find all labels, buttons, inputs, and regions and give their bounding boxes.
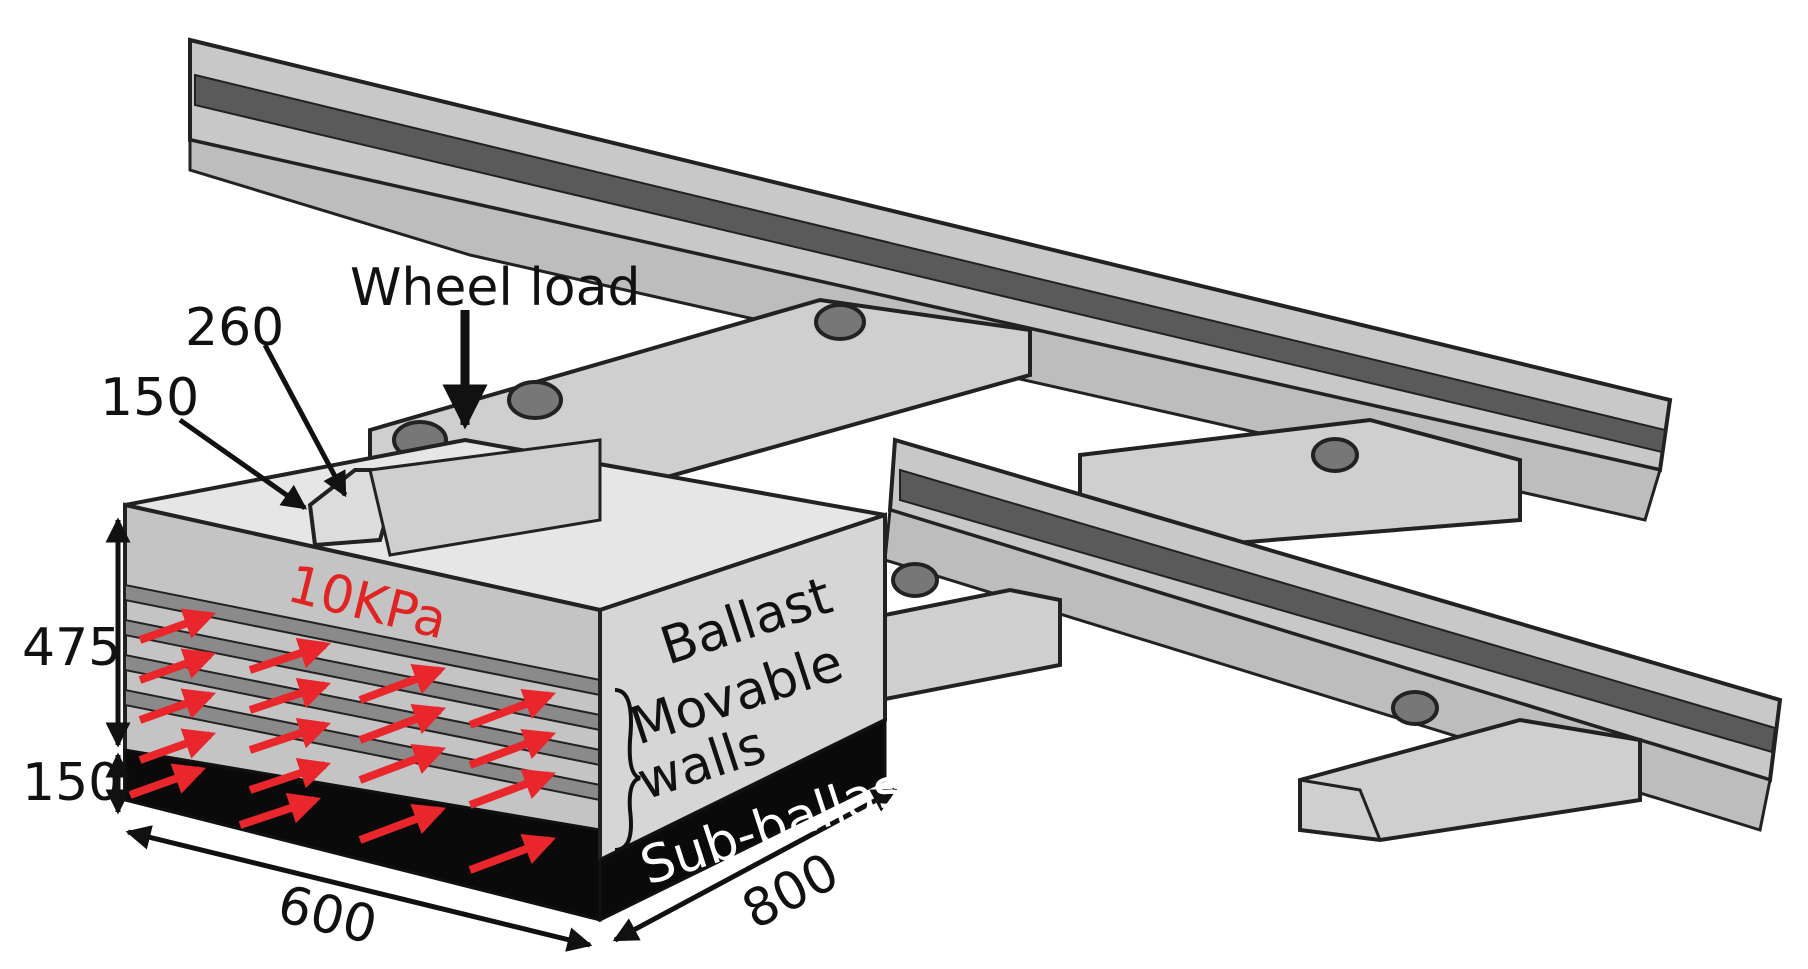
dim-150-leader <box>178 417 308 511</box>
dim-260-label: 260 <box>185 298 284 358</box>
width-600-label: 600 <box>272 874 383 956</box>
track-structure <box>188 37 1783 843</box>
dim-150-top-label: 150 <box>100 368 199 428</box>
wheel-load-label: Wheel load <box>350 258 640 318</box>
height-150-label: 150 <box>22 753 121 813</box>
sleeper-front-2 <box>1298 717 1642 843</box>
movable-wall-bands <box>124 583 601 802</box>
dim-800-arrow-icon <box>612 787 898 943</box>
dim-260-leader <box>262 343 348 498</box>
dim-600-arrow-icon <box>125 825 593 952</box>
rail-clips <box>392 303 1439 726</box>
height-475-label: 475 <box>22 618 121 678</box>
